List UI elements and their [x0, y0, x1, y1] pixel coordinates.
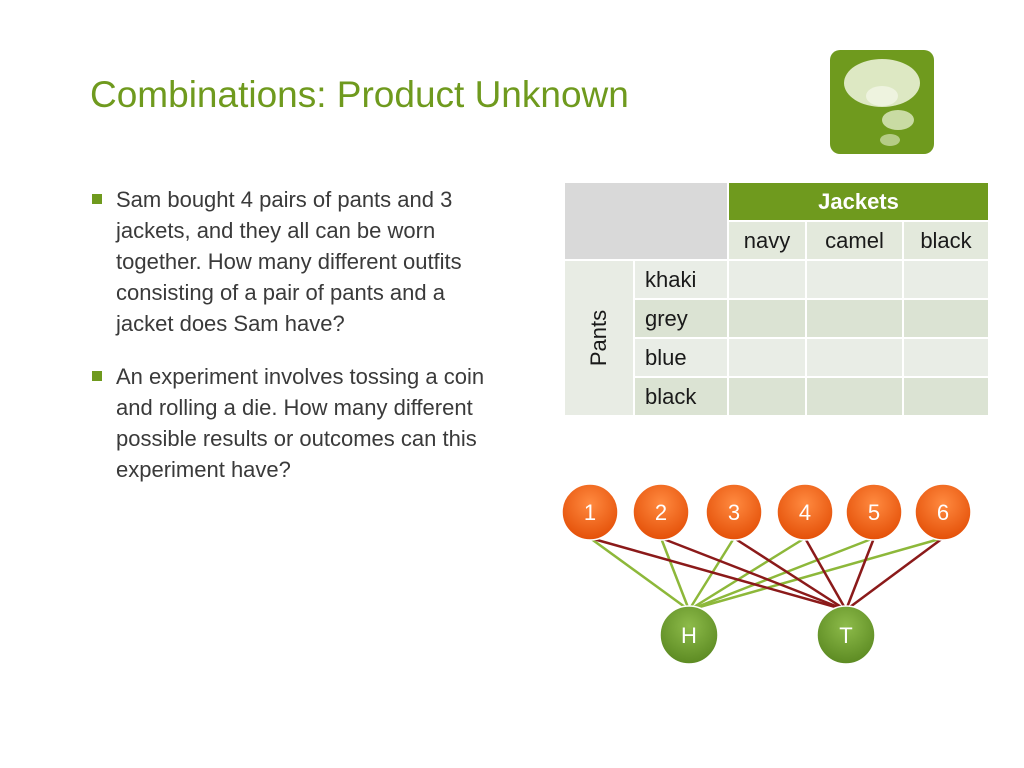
bullet-text: Sam bought 4 pairs of pants and 3 jacket… [116, 187, 462, 336]
bullet-item: Sam bought 4 pairs of pants and 3 jacket… [92, 184, 492, 339]
column-header: navy [727, 220, 807, 261]
bullet-marker [92, 194, 102, 204]
table-cell [902, 337, 990, 378]
bullet-text: An experiment involves tossing a coin an… [116, 364, 485, 482]
slide-title: Combinations: Product Unknown [90, 74, 629, 115]
table-cell [902, 259, 990, 300]
tree-edge-h-4 [688, 536, 806, 612]
die-node-3-label: 3 [728, 500, 740, 525]
outfit-table: Jackets navy camel black Pants khaki gre… [563, 181, 990, 417]
die-node-3: 3 [705, 483, 763, 541]
tree-edge-t-3 [733, 536, 847, 612]
column-header: camel [805, 220, 904, 261]
die-node-2: 2 [632, 483, 690, 541]
column-header: black [902, 220, 990, 261]
die-node-1-label: 1 [584, 500, 596, 525]
die-node-5: 5 [845, 483, 903, 541]
die-node-6-circle [914, 483, 972, 541]
die-node-2-circle [632, 483, 690, 541]
table-cell [805, 298, 904, 339]
table-cell [727, 259, 807, 300]
coin-node-h-circle [659, 605, 719, 665]
tree-edge-t-6 [845, 536, 944, 612]
row-header: black [633, 376, 729, 417]
coin-node-t-circle [816, 605, 876, 665]
bullet-item: An experiment involves tossing a coin an… [92, 361, 492, 485]
die-node-4-circle [776, 483, 834, 541]
coin-node-h: H [659, 605, 719, 665]
die-node-2-label: 2 [655, 500, 667, 525]
tree-edge-t-4 [803, 537, 848, 611]
tree-edge-t-2 [660, 536, 847, 612]
table-cell [902, 376, 990, 417]
table-cell [805, 337, 904, 378]
tree-edge-h-1 [589, 536, 690, 612]
die-node-5-circle [845, 483, 903, 541]
table-cell [805, 376, 904, 417]
die-node-1: 1 [561, 483, 619, 541]
coin-node-t-label: T [839, 623, 852, 648]
tree-edge-h-5 [688, 536, 875, 612]
bullet-marker [92, 371, 102, 381]
tree-edge-t-5 [844, 537, 876, 611]
table-cell [727, 337, 807, 378]
pants-label: Pants [586, 309, 611, 367]
thought-bubble-icon [830, 50, 934, 154]
pants-header: Pants [563, 259, 635, 417]
jackets-header: Jackets [727, 181, 990, 222]
bullet-list: Sam bought 4 pairs of pants and 3 jacket… [92, 184, 492, 507]
die-node-1-circle [561, 483, 619, 541]
die-node-4-label: 4 [799, 500, 811, 525]
table-cell [727, 376, 807, 417]
coin-node-t: T [816, 605, 876, 665]
die-node-6: 6 [914, 483, 972, 541]
die-node-6-label: 6 [937, 500, 949, 525]
die-node-5-label: 5 [868, 500, 880, 525]
table-corner [563, 181, 729, 261]
table-cell [902, 298, 990, 339]
tree-edge-h-6 [688, 536, 944, 612]
table-cell [727, 298, 807, 339]
row-header: grey [633, 298, 729, 339]
tree-edge-t-1 [589, 536, 847, 612]
coin-node-h-label: H [681, 623, 697, 648]
row-header: blue [633, 337, 729, 378]
die-node-3-circle [705, 483, 763, 541]
tree-edge-h-2 [659, 537, 691, 611]
table-cell [805, 259, 904, 300]
row-header: khaki [633, 259, 729, 300]
outcome-tree-diagram: 1 2 3 4 5 6H T [561, 483, 972, 665]
die-node-4: 4 [776, 483, 834, 541]
tree-edge-h-3 [687, 537, 736, 611]
